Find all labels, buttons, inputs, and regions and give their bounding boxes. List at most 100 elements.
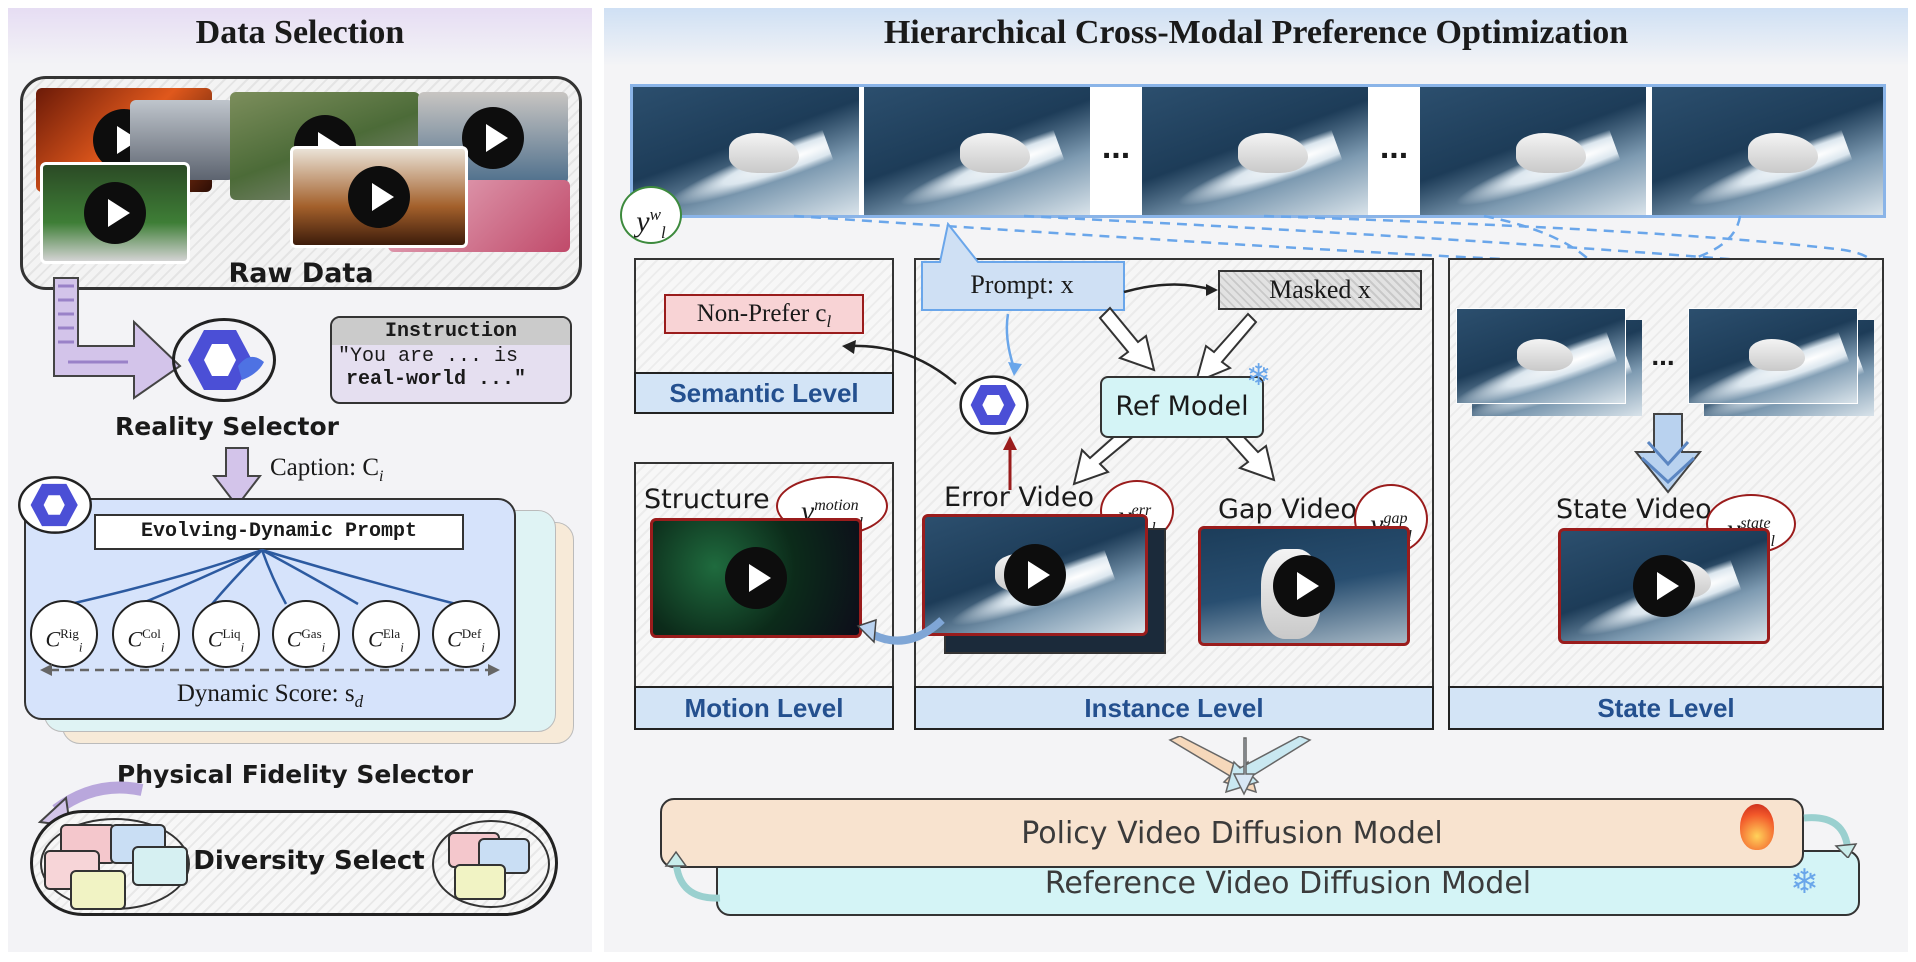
- structure-label: Structure: [644, 484, 770, 515]
- category-def-sup: Def: [461, 626, 482, 641]
- category-gas-sup: Gas: [301, 626, 322, 641]
- prompt-label: Prompt: x: [970, 270, 1074, 299]
- evolving-dynamic-prompt: Evolving-Dynamic Prompt: [94, 514, 464, 550]
- prompt-callout-shape: [921, 222, 1125, 311]
- category-rig-sup: Rig: [60, 626, 79, 641]
- non-prefer-sub: l: [826, 312, 832, 331]
- qwen-logo-icon: [188, 330, 264, 390]
- instruction-title: Instruction: [332, 318, 570, 345]
- arrow-to-structure-icon: [856, 617, 945, 645]
- branch-arrows-icon: [69, 548, 457, 606]
- c-sub: i: [78, 639, 83, 655]
- instruction-line2: real-world ...": [346, 368, 527, 391]
- dynamic-score-sub: d: [354, 692, 364, 711]
- converging-arrows-icon: [1168, 736, 1312, 796]
- frame-1: [633, 87, 859, 220]
- y-w-sup: w: [649, 205, 661, 224]
- error-video-label: Error Video: [944, 482, 1095, 513]
- frame-2: [864, 87, 1090, 220]
- y-motion-sup: motion: [814, 497, 859, 514]
- y-state-sup: state: [1740, 515, 1771, 532]
- play-icon: [462, 107, 524, 169]
- snowflake-icon: ❄: [1246, 359, 1272, 392]
- play-icon: [725, 547, 787, 609]
- c-sub: i: [240, 639, 245, 655]
- structure-video: [650, 518, 862, 638]
- state-frame-1-front: [1446, 308, 1626, 422]
- data-selection-title: Data Selection: [195, 14, 405, 51]
- instruction-line1: "You are ... is: [338, 345, 519, 368]
- y-base: y: [636, 205, 650, 238]
- policy-model-label: Policy Video Diffusion Model: [1021, 816, 1443, 851]
- diversity-cluster-right: [432, 820, 550, 908]
- c-letter: C: [447, 626, 462, 652]
- category-def: CDefi: [432, 600, 500, 668]
- qwen-logo-small-icon: [18, 476, 92, 534]
- category-col: CColi: [112, 600, 180, 668]
- category-col-sup: Col: [142, 626, 161, 641]
- c-sub: i: [321, 639, 326, 655]
- category-ela: CElai: [352, 600, 420, 668]
- category-rig: CRigi: [30, 600, 98, 668]
- c-letter: C: [127, 626, 143, 652]
- ref-model-box: Ref Model: [1100, 376, 1264, 438]
- c-letter: C: [207, 626, 223, 652]
- diversity-select-label: Diversity Select: [193, 846, 425, 876]
- selector-scribble-ring: [172, 318, 276, 402]
- masked-prompt-box: Masked x: [1218, 270, 1422, 310]
- policy-model-box: [660, 798, 1804, 868]
- y-state-sub: l: [1770, 533, 1775, 550]
- c-letter: C: [368, 626, 383, 652]
- curved-arrow-icon: [53, 277, 182, 400]
- mini-video-icon: [132, 846, 188, 886]
- raw-video-food: [290, 146, 468, 248]
- frame-4: [1420, 87, 1646, 220]
- play-icon: [1633, 555, 1695, 617]
- motion-level-bar: Motion Level: [634, 686, 894, 730]
- c-sub: i: [160, 639, 165, 655]
- hcmpo-title: Hierarchical Cross-Modal Preference Opti…: [883, 14, 1629, 51]
- arrow-to-semantic-icon: [842, 340, 957, 385]
- gap-video: [1198, 526, 1410, 646]
- play-icon: [348, 166, 410, 228]
- y-winner-badge: ywl: [620, 186, 682, 244]
- instance-level-bar: Instance Level: [914, 686, 1434, 730]
- instruction-box: Instruction "You are ... is real-world .…: [330, 316, 572, 404]
- frame-ellipsis-2: ...: [1379, 128, 1409, 166]
- frame-3: [1142, 87, 1368, 220]
- hcmpo-header: [604, 8, 1908, 66]
- non-prefer-text: Non-Prefer c: [696, 300, 827, 327]
- down-arrow-icon: [212, 447, 262, 508]
- dynamic-score-text: Dynamic Score: s: [176, 680, 355, 707]
- frame-5: [1652, 87, 1883, 220]
- state-video: [1558, 528, 1770, 644]
- gap-video-label: Gap Video: [1218, 494, 1357, 525]
- cycle-arrow-left-icon: [664, 850, 721, 902]
- caption-label: Caption: Ci: [270, 454, 384, 486]
- category-row: CRigi CColi CLiqi CGasi CElai CDefi: [30, 600, 510, 672]
- caption-text: Caption: C: [270, 454, 380, 481]
- mini-video-icon: [454, 864, 506, 900]
- state-ellipsis: ...: [1651, 340, 1675, 371]
- reference-model-label: Reference Video Diffusion Model: [1044, 866, 1532, 901]
- raw-data-label: Raw Data: [228, 258, 374, 289]
- y-w-sub: l: [660, 223, 666, 242]
- category-liq: CLiqi: [192, 600, 260, 668]
- qwen-logo-instance-icon: [959, 375, 1029, 435]
- cycle-arrow-right-icon: [1803, 814, 1858, 858]
- snowflake-icon: ❄: [1790, 863, 1819, 901]
- c-sub: i: [481, 639, 485, 655]
- physical-fidelity-label: Physical Fidelity Selector: [116, 760, 474, 789]
- reality-selector-label: Reality Selector: [115, 412, 339, 441]
- c-letter: C: [45, 626, 61, 652]
- data-selection-header: [8, 8, 592, 64]
- c-sub: i: [400, 639, 404, 655]
- state-level-bar: State Level: [1448, 686, 1884, 730]
- state-video-label: State Video: [1556, 494, 1712, 525]
- play-icon: [84, 182, 146, 244]
- state-frame-2-front: [1678, 308, 1858, 422]
- play-icon: [1273, 555, 1335, 617]
- mini-video-icon: [70, 870, 126, 910]
- category-gas: CGasi: [272, 600, 340, 668]
- dashed-range-arrow-icon: [40, 664, 500, 676]
